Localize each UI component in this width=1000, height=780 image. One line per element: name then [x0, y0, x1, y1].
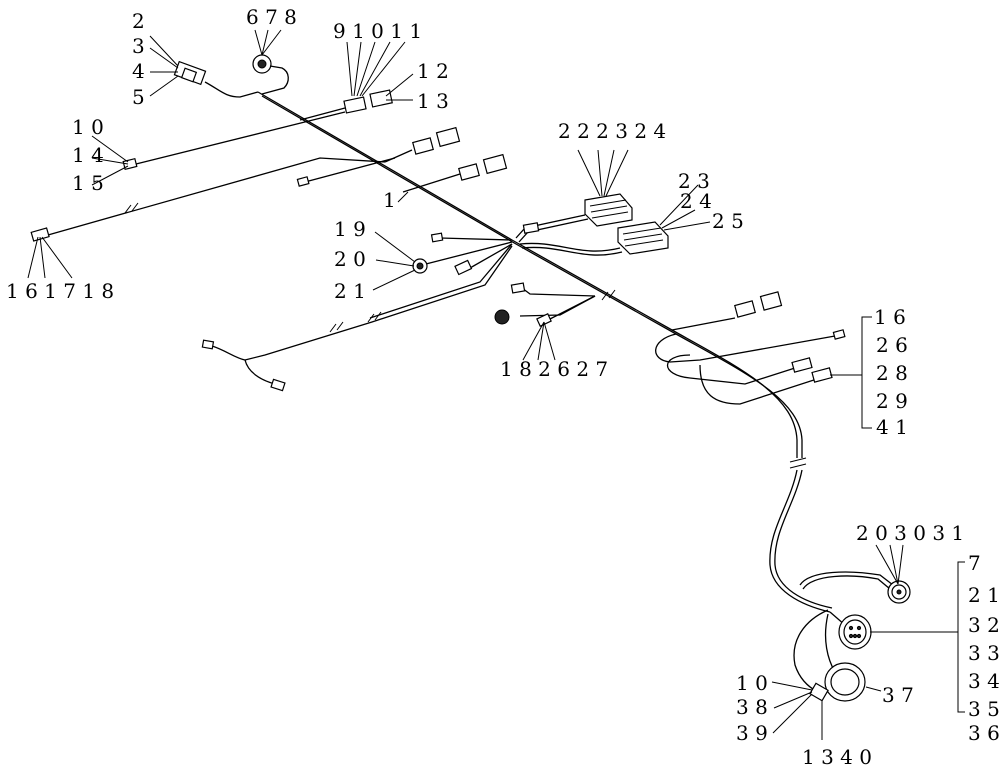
connector-group-9-13: [299, 89, 393, 121]
middle-branches-18-27: [494, 282, 616, 327]
callout-34: 3 4: [968, 669, 1000, 693]
callout-21: 2 1: [334, 279, 366, 303]
top-left-connector-group: [173, 54, 289, 98]
callout-24: 2 4: [680, 189, 712, 213]
upper-middle-branches: [296, 126, 508, 193]
left-center-branches-19-21: [201, 232, 513, 392]
callout-10-left: 1 0: [72, 115, 104, 139]
callout-labels: 2 3 4 5 6 7 8 9 1 0 1 1 1 2 1 3 1 0 1 4 …: [6, 5, 1000, 769]
callout-3: 3: [132, 34, 145, 58]
bottom-right-connectors: [793, 571, 911, 702]
callout-22-23-24: 2 2 2 3 2 4: [558, 119, 666, 143]
callout-38: 3 8: [736, 695, 768, 719]
callout-23: 2 3: [678, 169, 710, 193]
callout-33: 3 3: [968, 641, 1000, 665]
callout-1: 1: [383, 188, 396, 212]
right-branches-group: [655, 291, 846, 405]
leader-lines: [27, 29, 965, 740]
callout-16-17-18: 1 6 1 7 1 8: [6, 279, 114, 303]
callout-36: 3 6: [968, 721, 1000, 745]
callout-35: 3 5: [968, 697, 1000, 721]
callout-20-30-31: 2 0 3 0 3 1: [856, 521, 964, 545]
large-connectors-22-25: [515, 193, 669, 256]
callout-20: 2 0: [334, 247, 366, 271]
callout-26-right: 2 6: [876, 333, 908, 357]
callout-10-bottom: 1 0: [736, 671, 768, 695]
main-trunk: [257, 91, 833, 613]
callout-13-34-40: 1 3 4 0: [802, 745, 872, 769]
callout-19: 1 9: [334, 217, 366, 241]
callout-25: 2 5: [712, 209, 744, 233]
callout-15: 1 5: [72, 171, 104, 195]
callout-7: 7: [968, 551, 981, 575]
callout-6-7-8: 6 7 8: [246, 5, 297, 29]
callout-18-26-27: 1 8 2 6 2 7: [500, 357, 608, 381]
callout-39: 3 9: [736, 721, 768, 745]
callout-5: 5: [132, 85, 145, 109]
far-left-branch-16-18: [30, 157, 386, 242]
callout-21-right: 2 1: [968, 583, 1000, 607]
callout-28: 2 8: [876, 361, 908, 385]
callout-32: 3 2: [968, 613, 1000, 637]
callout-12: 1 2: [417, 59, 449, 83]
callout-2: 2: [132, 9, 145, 33]
callout-41: 4 1: [876, 415, 908, 439]
callout-16-right: 1 6: [874, 305, 906, 329]
callout-13: 1 3: [417, 89, 449, 113]
callout-4: 4: [132, 59, 145, 83]
callout-37: 3 7: [882, 683, 914, 707]
callout-29: 2 9: [876, 389, 908, 413]
callout-9-10-11: 9 1 0 1 1: [333, 19, 422, 43]
callout-14: 1 4: [72, 143, 104, 167]
